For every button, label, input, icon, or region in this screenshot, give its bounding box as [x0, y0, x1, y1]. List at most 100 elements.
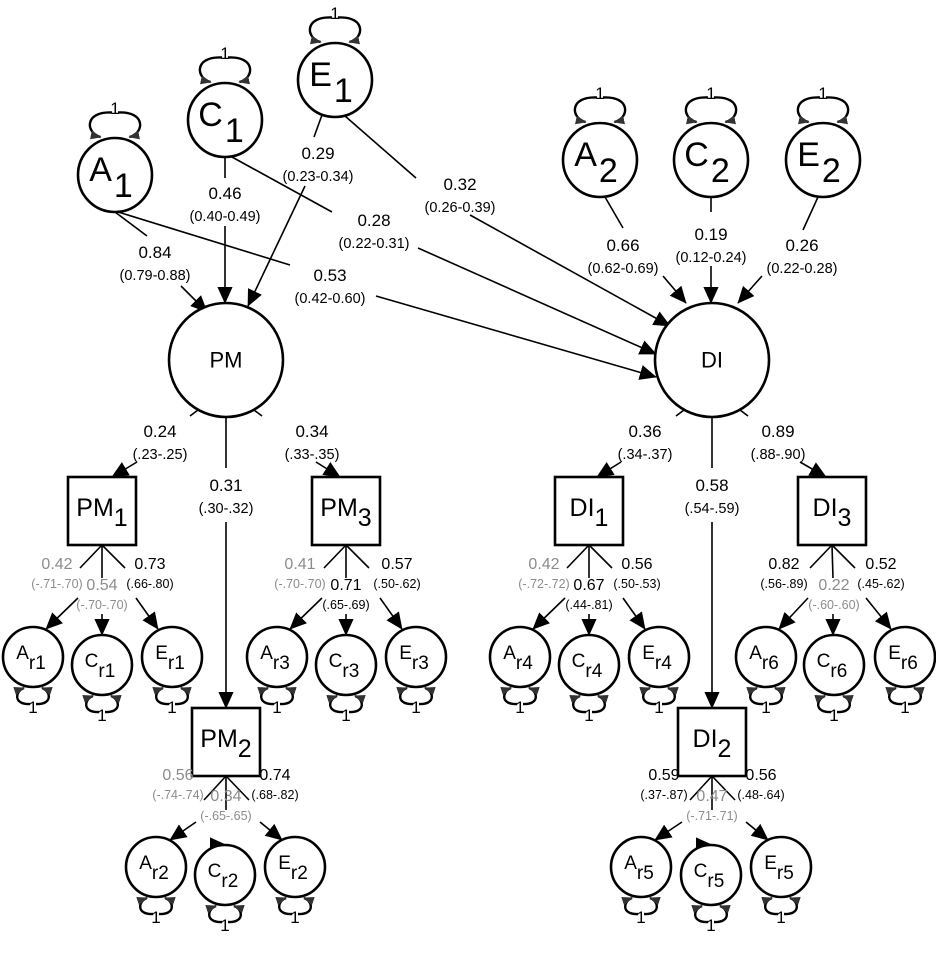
path-ci: (.56-.89): [760, 577, 807, 591]
path-ci: (.30-.32): [199, 501, 254, 517]
loop-arc-right: [348, 694, 366, 714]
node-label: Ar3: [260, 643, 290, 674]
path-ci: (.88-.90): [751, 447, 806, 463]
loop-arc-right: [35, 686, 53, 706]
residual-ar6: Ar6: [734, 625, 798, 689]
loop-arc-left: [198, 56, 223, 85]
path-segment-tail: [117, 211, 291, 266]
variance-loop-cr5: [691, 904, 731, 924]
path-arrow: [532, 597, 566, 630]
path-estimate: 0.58: [695, 476, 728, 495]
path-arrow: [259, 821, 283, 841]
loop-arc-left: [639, 686, 657, 706]
path-estimate: 0.67: [573, 577, 604, 594]
node-circle: [167, 301, 285, 419]
path-arrow: [622, 597, 646, 630]
node-circle: [193, 843, 257, 907]
node-circle: [76, 136, 154, 214]
path-estimate: 0.89: [761, 422, 794, 441]
edges-layer: [13, 16, 925, 924]
node-label: E2: [797, 136, 841, 190]
path-segment-tail: [189, 409, 199, 417]
path-a1-to-di: [117, 211, 657, 380]
variance-loop-ar5: [621, 896, 661, 916]
residual-cr3: Cr3: [314, 633, 378, 697]
path-estimate: 0.82: [768, 556, 799, 573]
path-estimate: 0.42: [41, 556, 72, 573]
path-di3-to-er6: [831, 544, 892, 630]
loop-arc-left: [621, 896, 639, 916]
path-ci: (.50-.62): [373, 577, 420, 591]
path-arrow: [111, 461, 138, 478]
variance-label: 1: [829, 706, 838, 725]
variance-label: 1: [584, 706, 593, 725]
path-segment-tail: [711, 775, 736, 801]
path-di3-to-cr6: [825, 544, 841, 636]
loop-arc-right: [768, 686, 786, 706]
latent-e2: E2: [784, 121, 862, 199]
path-estimate: 0.28: [357, 211, 390, 230]
loop-arc-right: [643, 896, 661, 916]
node-label: Cr2: [208, 861, 239, 892]
loop-arc-right: [418, 686, 436, 706]
path-estimate: 0.26: [785, 236, 818, 255]
variance-loop-cr2: [205, 904, 245, 924]
variance-label: 1: [151, 908, 160, 927]
node-label: Cr1: [85, 651, 116, 682]
path-ci: (0.22-0.31): [339, 236, 410, 252]
path-arrow: [315, 461, 341, 478]
variance-label: 1: [272, 698, 281, 717]
indicator-label: DI2: [693, 725, 732, 763]
node-label: Er1: [155, 643, 185, 674]
path-ci: (.66-.80): [126, 577, 173, 591]
node-label: Cr5: [694, 861, 725, 892]
path-ci: (0.23-0.34): [283, 169, 354, 185]
path-estimate: 0.66: [606, 236, 639, 255]
path-estimate: 0.59: [648, 767, 679, 784]
residual-cr6: Cr6: [802, 633, 866, 697]
variance-label: 1: [761, 698, 770, 717]
variance-loop-cr6: [814, 694, 854, 714]
path-estimate: 0.36: [628, 422, 661, 441]
path-ci: (-.74-.74): [152, 788, 203, 802]
residual-cr2: Cr2: [193, 843, 257, 907]
indicator-pm3: PM3: [310, 475, 382, 547]
node-circle: [314, 633, 378, 697]
path-segment-tail: [253, 409, 263, 417]
residual-er6: Er6: [873, 625, 936, 689]
residual-er3: Er3: [384, 625, 448, 689]
node-circle: [609, 835, 673, 899]
residual-ar1: Ar1: [1, 625, 65, 689]
path-estimate: 0.31: [209, 476, 242, 495]
node-label: Cr3: [329, 651, 360, 682]
path-estimate: 0.47: [696, 788, 727, 805]
path-arrow: [654, 821, 683, 841]
path-pm3-to-ar3: [289, 544, 347, 630]
loop-arc-right: [174, 686, 192, 706]
variance-label: 1: [411, 698, 420, 717]
variance-label: 1: [330, 4, 339, 23]
path-arrow: [135, 597, 159, 630]
loop-arc-right: [522, 686, 540, 706]
node-circle: [1, 625, 65, 689]
loop-arc-right: [825, 96, 850, 125]
path-ci: (.68-.82): [251, 788, 298, 802]
variance-loop-cr4: [569, 694, 609, 714]
loop-arc-left: [814, 694, 832, 714]
variance-loop-ar1: [13, 686, 53, 706]
indicator-label: PM1: [76, 494, 127, 532]
loop-arc-right: [117, 111, 142, 140]
loop-arc-right: [227, 904, 245, 924]
path-segment-tail: [345, 544, 370, 569]
loop-arc-left: [746, 686, 764, 706]
path-segment-tail: [203, 775, 227, 801]
path-e1-to-pm: [247, 114, 323, 307]
latent-c1: C1: [186, 81, 264, 159]
indicator-box: [553, 475, 625, 547]
residual-er4: Er4: [627, 625, 691, 689]
path-estimate: 0.42: [528, 556, 559, 573]
residual-cr4: Cr4: [557, 633, 621, 697]
path-segment-tail: [675, 409, 685, 417]
path-arrow: [417, 247, 657, 355]
